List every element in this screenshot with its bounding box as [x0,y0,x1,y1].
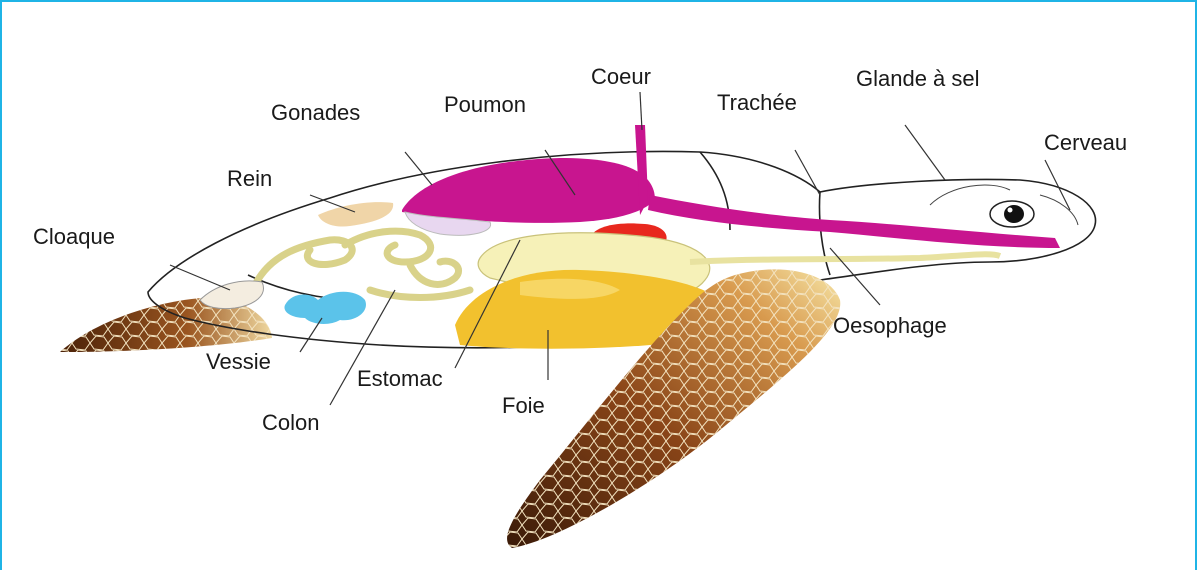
label-gonades: Gonades [271,102,360,124]
cloaca [200,281,263,309]
label-vessie: Vessie [206,351,271,373]
label-cerveau: Cerveau [1044,132,1127,154]
kidney [318,202,393,226]
label-trachee: Trachée [717,92,797,114]
label-rein: Rein [227,168,272,190]
label-coeur: Coeur [591,66,651,88]
oesophagus [690,254,1000,262]
turtle-head [930,185,1078,227]
label-foie: Foie [502,395,545,417]
label-cloaque: Cloaque [33,226,115,248]
label-glande-a-sel: Glande à sel [856,68,980,90]
label-estomac: Estomac [357,368,443,390]
label-poumon: Poumon [444,94,526,116]
label-colon: Colon [262,412,319,434]
label-oesophage: Oesophage [833,315,947,337]
bladder [284,292,366,324]
intestine [255,231,470,297]
lung [402,158,1060,248]
